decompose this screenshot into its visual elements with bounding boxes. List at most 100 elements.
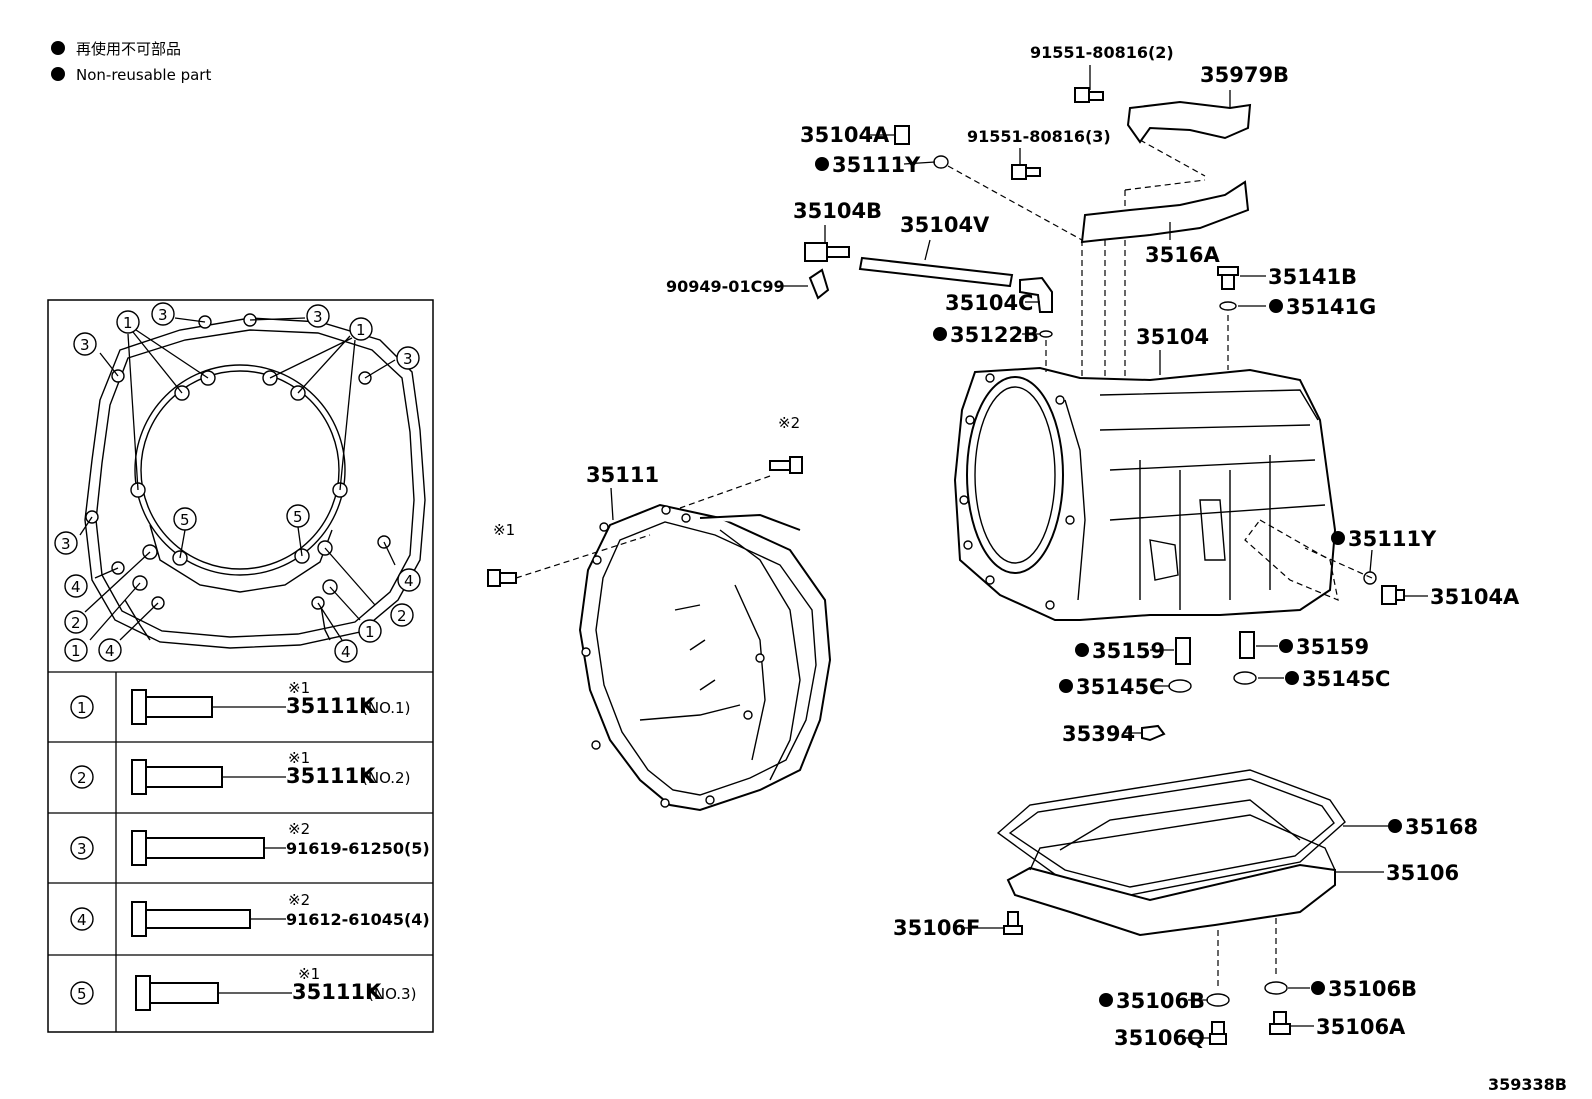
table-row: 4 ※2 91612-61045(4): [70, 891, 430, 937]
bolt-location-panel: 1 1 3 3 3 3 3 5 5 4 4 2 2 1 4 4 1: [47, 299, 434, 1033]
diagram-id: 359338B: [1488, 1075, 1567, 1094]
svg-text:(NO.3): (NO.3): [368, 985, 416, 1003]
gasket-35106B-left: [1206, 993, 1230, 1007]
label-35104A-right: 35104A: [1430, 585, 1520, 609]
housing-bolt-holes: [581, 505, 765, 808]
oring-35122B: [1039, 330, 1053, 338]
svg-text:3: 3: [77, 840, 87, 858]
legend: 再使用不可部品 Non-reusable part: [51, 40, 211, 84]
label-3516A: 3516A: [1145, 243, 1220, 267]
clip-90949: [808, 268, 830, 300]
label-35111Y-top: 35111Y: [832, 153, 921, 177]
svg-text:※1: ※1: [288, 749, 310, 767]
label-35394: 35394: [1062, 722, 1135, 746]
strainer-35159-left: [1175, 637, 1191, 665]
label-91551-80816-2: 91551-80816(2): [1030, 43, 1174, 62]
plug-35141B: [1217, 266, 1239, 290]
label-90949-01C99: 90949-01C99: [666, 277, 785, 296]
non-reusable-bullet-icon: [51, 41, 65, 55]
label-91551-80816-3: 91551-80816(3): [967, 127, 1111, 146]
svg-text:1: 1: [123, 314, 133, 332]
legend-english: Non-reusable part: [76, 66, 211, 84]
oring-35111Y-right: [1363, 571, 1377, 585]
svg-text:※1: ※1: [493, 521, 515, 539]
svg-text:4: 4: [77, 911, 87, 929]
plug-35106Q: [1209, 1021, 1227, 1045]
svg-text:※1: ※1: [288, 679, 310, 697]
label-35106A: 35106A: [1316, 1015, 1406, 1039]
bolt-35106F: [1003, 911, 1023, 935]
bolt-table: 1 ※1 35111K (NO.1) 2 ※1 35111K (NO.2): [70, 679, 430, 1011]
svg-text:4: 4: [341, 643, 351, 661]
plug-35106A: [1269, 1011, 1291, 1035]
svg-text:1: 1: [77, 699, 87, 717]
svg-text:4: 4: [105, 642, 115, 660]
svg-text:4: 4: [71, 578, 81, 596]
pipe-35104V: [858, 256, 1014, 288]
svg-text:※2: ※2: [778, 414, 800, 432]
label-35106B-right: 35106B: [1328, 977, 1417, 1001]
label-35159-right: 35159: [1296, 635, 1369, 659]
converter-housing: [578, 503, 832, 812]
oring-35111Y-top: [933, 155, 949, 169]
bracket-35979B: [1126, 100, 1252, 144]
label-35104B: 35104B: [793, 199, 882, 223]
label-35141G: 35141G: [1286, 295, 1376, 319]
label-35111: 35111: [586, 463, 659, 487]
label-35159-left: 35159: [1092, 639, 1165, 663]
svg-text:3: 3: [61, 535, 71, 553]
bolt-part-number: 91612-61045(4): [286, 910, 430, 929]
svg-text:※2: ※2: [288, 891, 310, 909]
svg-text:5: 5: [77, 985, 87, 1003]
svg-text:1: 1: [71, 642, 81, 660]
bolt-part-number: 35111K: [292, 980, 382, 1004]
svg-text:4: 4: [404, 572, 414, 590]
case-bolt-holes: [959, 373, 1075, 610]
label-35104V: 35104V: [900, 213, 990, 237]
bolt-part-number: 35111K: [286, 764, 376, 788]
bolt-mark1: ※1: [487, 521, 651, 587]
svg-text:(NO.1): (NO.1): [362, 699, 410, 717]
svg-text:5: 5: [180, 511, 190, 529]
gasket-35145C-left: [1168, 679, 1192, 693]
label-35106B-left: 35106B: [1116, 989, 1205, 1013]
sensor-35104B: [804, 242, 850, 262]
label-35168: 35168: [1405, 815, 1478, 839]
bolt-part-number: 35111K: [286, 694, 376, 718]
svg-text:3: 3: [80, 336, 90, 354]
label-35111Y-right: 35111Y: [1348, 527, 1437, 551]
legend-japanese: 再使用不可部品: [76, 40, 181, 58]
svg-text:3: 3: [313, 308, 323, 326]
non-reusable-bullet-icon: [51, 67, 65, 81]
elbow-35104C: [1019, 276, 1053, 313]
strainer-35159-right: [1239, 631, 1255, 659]
plug-35104A-top: [894, 125, 910, 145]
svg-text:3: 3: [158, 306, 168, 324]
label-35122B: 35122B: [950, 323, 1039, 347]
label-35145C-left: 35145C: [1076, 675, 1164, 699]
bracket-3516A: [1080, 180, 1250, 244]
bolt-91551-2: [1074, 87, 1104, 103]
oil-pan-35106: [1006, 799, 1336, 937]
gasket-35106B-right: [1264, 981, 1288, 995]
svg-text:5: 5: [293, 508, 303, 526]
svg-text:1: 1: [356, 321, 366, 339]
plug-35104A-right: [1381, 585, 1405, 605]
label-35145C-right: 35145C: [1302, 667, 1390, 691]
svg-text:2: 2: [71, 614, 81, 632]
label-35979B: 35979B: [1200, 63, 1289, 87]
label-35106: 35106: [1386, 861, 1459, 885]
table-row: 5 ※1 35111K (NO.3): [70, 965, 416, 1011]
flange-callouts: 1 1 3 3 3 3 3 5 5 4 4 2 2 1 4 4 1: [54, 302, 421, 663]
svg-text:2: 2: [397, 607, 407, 625]
magnet-35394: [1141, 724, 1166, 742]
table-row: 1 ※1 35111K (NO.1): [70, 679, 410, 725]
flange-leaders: [79, 317, 396, 641]
label-35141B: 35141B: [1268, 265, 1357, 289]
bolt-part-number: 91619-61250(5): [286, 839, 430, 858]
table-row: 3 ※2 91619-61250(5): [70, 820, 430, 866]
assembly-guide-lines: [947, 139, 1373, 990]
bolt-mark2: ※2: [679, 414, 803, 509]
label-35104: 35104: [1136, 325, 1209, 349]
